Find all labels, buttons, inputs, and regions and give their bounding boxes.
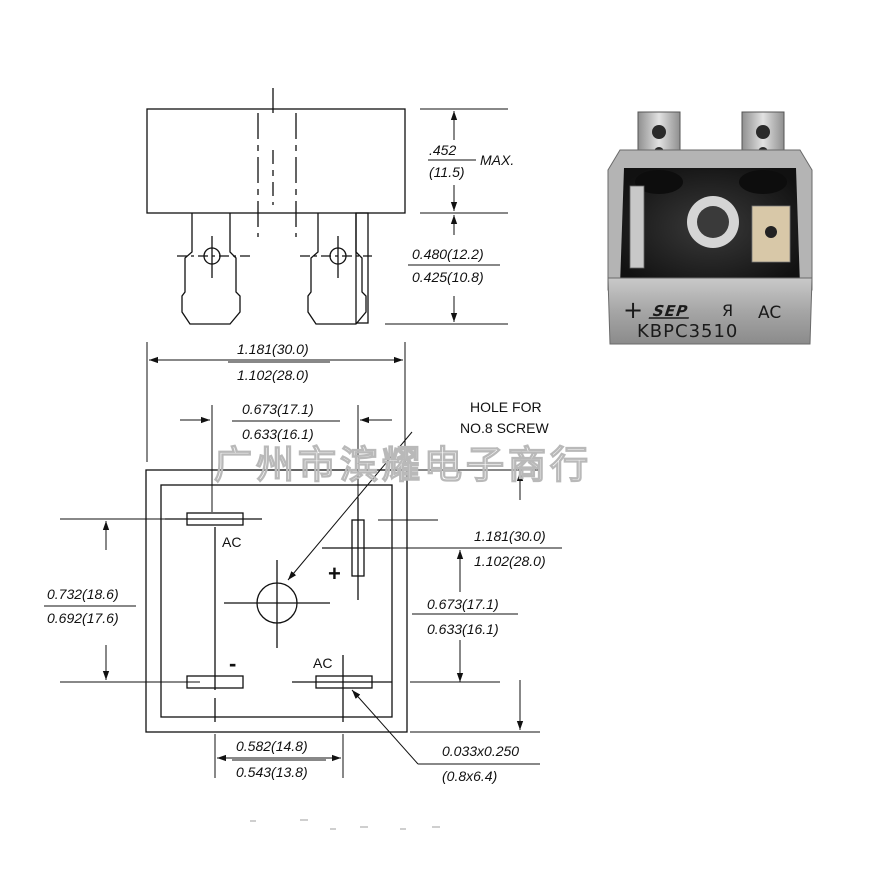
photo-part-number: KBPC3510 (637, 321, 738, 342)
right-spacing-min: 0.633(16.1) (427, 621, 499, 637)
hole-note-line2: NO.8 SCREW (460, 420, 549, 436)
overall-width-min: 1.102(28.0) (237, 367, 309, 383)
top-dimensions (44, 342, 562, 778)
photo-brand-logo: SEP (648, 302, 691, 320)
pin-label-ac-top: AC (222, 534, 241, 550)
side-lead-right (307, 213, 367, 325)
side-view (146, 88, 406, 325)
product-photo: + SEP Я AC KBPC3510 (607, 111, 813, 345)
hole-spacing-max: 0.673(17.1) (242, 401, 314, 417)
bottom-spacing-max: 0.582(14.8) (236, 738, 308, 754)
photo-plus-mark: + (623, 296, 643, 324)
terminal-size-mm: (0.8x6.4) (442, 768, 497, 784)
top-inner-outline (160, 484, 393, 718)
terminal-size-inch: 0.033x0.250 (442, 743, 519, 759)
overall-height-max: 1.181(30.0) (474, 528, 546, 544)
watermark-text: 广州市滨耀电子商行 (214, 442, 592, 487)
top-view (145, 469, 438, 733)
overall-width-max: 1.181(30.0) (237, 341, 309, 357)
side-dimensions (385, 108, 508, 325)
hole-note-line1: HOLE FOR (470, 399, 542, 415)
top-outer-outline (145, 469, 408, 733)
hole-spacing-min: 0.633(16.1) (242, 426, 314, 442)
photo-ac-mark: AC (758, 303, 781, 323)
photo-ul-mark: Я (722, 301, 733, 320)
scan-specks (250, 819, 440, 830)
height-max-mm: (11.5) (429, 164, 465, 180)
pin-label-ac-bottom: AC (313, 655, 332, 671)
height-max-inch: .452 (429, 142, 456, 158)
height-max-suffix: MAX. (480, 152, 514, 168)
bottom-spacing-min: 0.543(13.8) (236, 764, 308, 780)
left-spacing-max: 0.732(18.6) (47, 586, 119, 602)
lead-length-max: 0.480(12.2) (412, 246, 484, 262)
overall-height-min: 1.102(28.0) (474, 553, 546, 569)
svg-text:SEP: SEP (650, 302, 691, 320)
side-body (146, 108, 406, 214)
right-spacing-max: 0.673(17.1) (427, 596, 499, 612)
pin-label-plus: + (328, 561, 341, 586)
left-spacing-min: 0.692(17.6) (47, 610, 119, 626)
side-lead-left (181, 213, 241, 325)
pin-label-minus: - (229, 651, 236, 676)
lead-length-min: 0.425(10.8) (412, 269, 484, 285)
